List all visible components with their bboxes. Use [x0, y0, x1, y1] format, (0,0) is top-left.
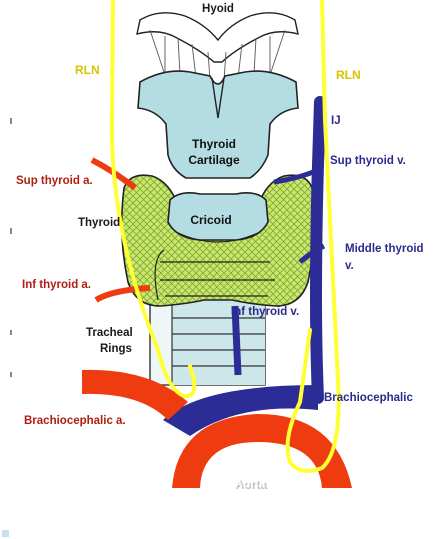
label-thyroid-cartilage-1: Thyroid: [192, 137, 236, 151]
label-middle-thyroid-1: Middle thyroid: [345, 243, 424, 255]
label-rln-left: RLN: [75, 63, 100, 77]
label-inf-thyroid-a: Inf thyroid a.: [22, 279, 91, 291]
label-cricoid: Cricoid: [190, 213, 231, 227]
label-thyroid: Thyroid: [78, 217, 120, 229]
label-hyoid: Hyoid: [202, 3, 234, 15]
label-tracheal-1: Tracheal: [86, 327, 133, 339]
label-inf-thyroid-v: Inf thyroid v.: [231, 306, 299, 318]
label-thyroid-cartilage-2: Cartilage: [188, 153, 240, 167]
label-brachiocephalic-v: Brachiocephalic: [324, 392, 413, 404]
hyoid-bone: [137, 13, 298, 62]
label-middle-thyroid-2: v.: [345, 260, 354, 272]
label-ij: IJ: [331, 115, 341, 127]
label-aorta: Aorta: [234, 476, 266, 490]
label-sup-thyroid-a: Sup thyroid a.: [16, 175, 93, 187]
margin-artifacts: [2, 118, 12, 537]
label-sup-thyroid-v: Sup thyroid v.: [330, 155, 406, 167]
label-rln-right: RLN: [336, 68, 361, 82]
label-tracheal-2: Rings: [100, 343, 132, 355]
label-brachiocephalic-a: Brachiocephalic a.: [24, 415, 126, 427]
